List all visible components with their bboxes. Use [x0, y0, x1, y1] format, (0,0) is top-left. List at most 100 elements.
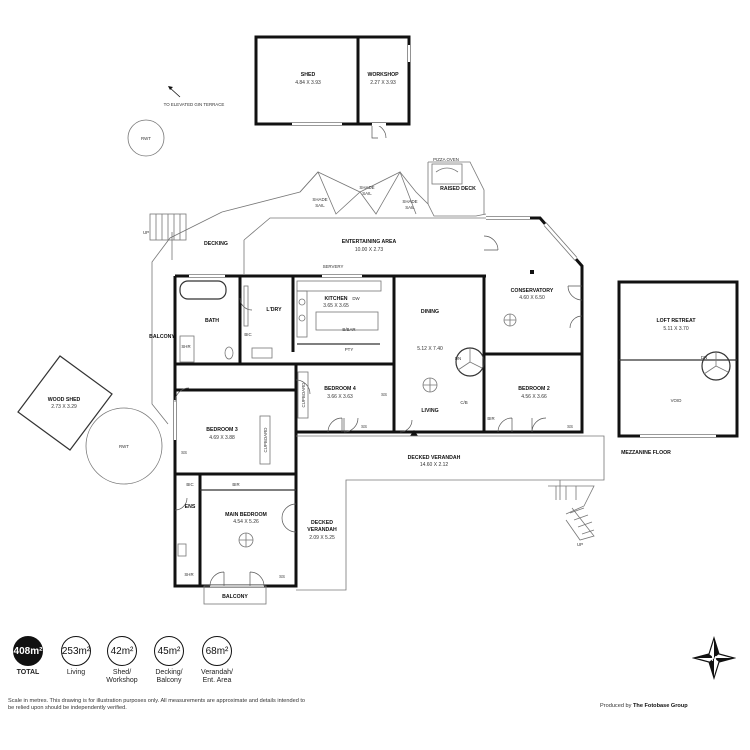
ss-main-label: SS [279, 574, 285, 579]
stat-decking-value: 45m² [154, 636, 184, 666]
decked-verandah-dims: 14.60 X 2.12 [420, 462, 449, 468]
entertaining-dims: 10.00 X 2.73 [355, 247, 384, 253]
verandah-outline [296, 435, 605, 591]
decked-verandah2-dims: 2.09 X 5.25 [309, 535, 335, 541]
stat-decking-label: Decking/ [155, 669, 183, 676]
shade-sail-2-line1: SHADE [359, 185, 374, 190]
rwt-label-1: RWT [141, 136, 151, 141]
bic-ens-label: BIC [186, 482, 193, 487]
bic-laundry-label: BIC [244, 332, 251, 337]
kitchen-fixtures [296, 280, 382, 338]
stat-living-value: 253m² [61, 636, 91, 666]
disclaimer-text: Scale in metres. This drawing is for ill… [8, 698, 306, 711]
breakfast-bar-label: B/BAR [342, 327, 355, 332]
dn-main-label: DN [455, 356, 461, 361]
mezzanine-walls [617, 280, 739, 438]
servery-label: SERVERY [323, 264, 344, 269]
entry-arrow-icon [410, 430, 418, 436]
shr-bath-label: SHR [181, 344, 190, 349]
ceiling-fan-icon [422, 377, 438, 393]
workshop-label: WORKSHOP [367, 72, 399, 78]
toilet-ens [177, 543, 187, 557]
entertaining-label: ENTERTAINING AREA [342, 239, 397, 245]
loft-dims: 5.11 X 3.70 [663, 326, 688, 332]
bedroom4-label: BEDROOM 4 [324, 386, 356, 392]
bir-bed2-label: BIR [487, 416, 494, 421]
stat-decking-label2: Balcony [156, 677, 182, 684]
stat-verandah-label2: Ent. Area [202, 677, 232, 684]
wood-shed-dims: 2.73 X 3.29 [51, 404, 77, 410]
shade-sail-1-line1: SHADE [312, 197, 327, 202]
stat-shed: 42m² Shed/ Workshop [102, 636, 142, 685]
stat-total-value: 408m² [13, 636, 43, 666]
cupboard-bed4-label: CUPBOARD [301, 383, 306, 408]
ceiling-fan-icon [238, 532, 254, 548]
shade-sail-3-line1: SHADE [402, 199, 417, 204]
shr-ens-label: SHR [184, 572, 193, 577]
kitchen-label: KITCHEN [324, 296, 347, 302]
up-label-2: UP [577, 542, 583, 547]
stairs-bottom-right [548, 485, 595, 541]
mezzanine-label: MEZZANINE FLOOR [621, 450, 671, 456]
kitchen-dims: 3.65 X 3.65 [323, 303, 349, 309]
stat-verandah: 68m² Verandah/ Ent. Area [197, 636, 237, 685]
balcony-side-label: BALCONY [149, 334, 175, 340]
doors [174, 235, 583, 587]
laundry-label: L'DRY [266, 307, 282, 313]
balcony-bottom-label: BALCONY [222, 594, 248, 600]
conservatory-post [530, 270, 534, 274]
spiral-stair [455, 347, 485, 377]
area-summary: 408m² TOTAL 253m² Living 42m² Shed/ Work… [8, 636, 248, 688]
main-bedroom-dims: 4.54 X 5.26 [233, 519, 259, 525]
ceiling-fan-icon [503, 313, 517, 327]
shed-building [254, 35, 411, 139]
cupboard-bed3-label: CUPBOARD [263, 428, 268, 453]
conservatory-label: CONSERVATORY [511, 288, 554, 294]
arrow-icon [168, 86, 181, 98]
bir-main-label: BIR [232, 482, 239, 487]
ss-bed4-label: SS [361, 424, 367, 429]
shade-sail-3-line2: SAIL [405, 205, 415, 210]
pantry-label: PTY [345, 347, 354, 352]
balcony-bottom-outline [203, 585, 267, 605]
bedroom2-dims: 4.56 X 3.66 [521, 394, 547, 400]
shed-label: SHED [301, 72, 316, 78]
up-label-1: UP [143, 230, 149, 235]
bedroom3-dims: 4.69 X 3.88 [209, 435, 235, 441]
rwt-label-2: RWT [119, 444, 129, 449]
bedroom2-label: BEDROOM 2 [518, 386, 550, 392]
bath-label: BATH [205, 318, 219, 324]
decked-verandah-label: DECKED VERANDAH [408, 455, 461, 461]
shade-sail-2-line2: SAIL [362, 191, 372, 196]
dn-loft-label: DN [701, 355, 707, 360]
ss-dining-label: SS [381, 392, 387, 397]
credit-line: Produced by The Fotobase Group [600, 703, 745, 709]
main-bedroom-label: MAIN BEDROOM [225, 512, 267, 518]
stat-verandah-value: 68m² [202, 636, 232, 666]
stat-verandah-label: Verandah/ [201, 669, 233, 676]
stat-shed-value: 42m² [107, 636, 137, 666]
conservatory-dims: 4.60 X 6.50 [519, 295, 545, 301]
dw-label: DW [352, 296, 360, 301]
gin-terrace-label: TO ELEVATED GIN TERRACE [164, 102, 225, 107]
cupboard-bed4 [297, 371, 309, 419]
compass-north-icon: N [692, 636, 736, 680]
ensuite-label: ENS [185, 504, 196, 510]
house-walls [173, 216, 584, 588]
decked-verandah2-line2: VERANDAH [307, 527, 337, 533]
windows [173, 216, 578, 588]
workshop-dims: 2.27 X 3.93 [370, 80, 396, 86]
living-label: LIVING [421, 408, 438, 414]
raised-deck-label: RAISED DECK [440, 186, 476, 192]
void-label: VOID [671, 398, 682, 403]
loft-label: LOFT RETREAT [656, 318, 696, 324]
decking-outline [151, 161, 487, 425]
stat-living: 253m² Living [56, 636, 96, 677]
stat-total-label: TOTAL [16, 669, 40, 676]
dining-label: DINING [421, 309, 439, 315]
shade-sail-1-line2: SAIL [315, 203, 325, 208]
bedroom4-dims: 3.66 X 3.63 [327, 394, 353, 400]
ss-bed3-label: SS [181, 450, 187, 455]
stat-living-label: Living [66, 669, 86, 676]
